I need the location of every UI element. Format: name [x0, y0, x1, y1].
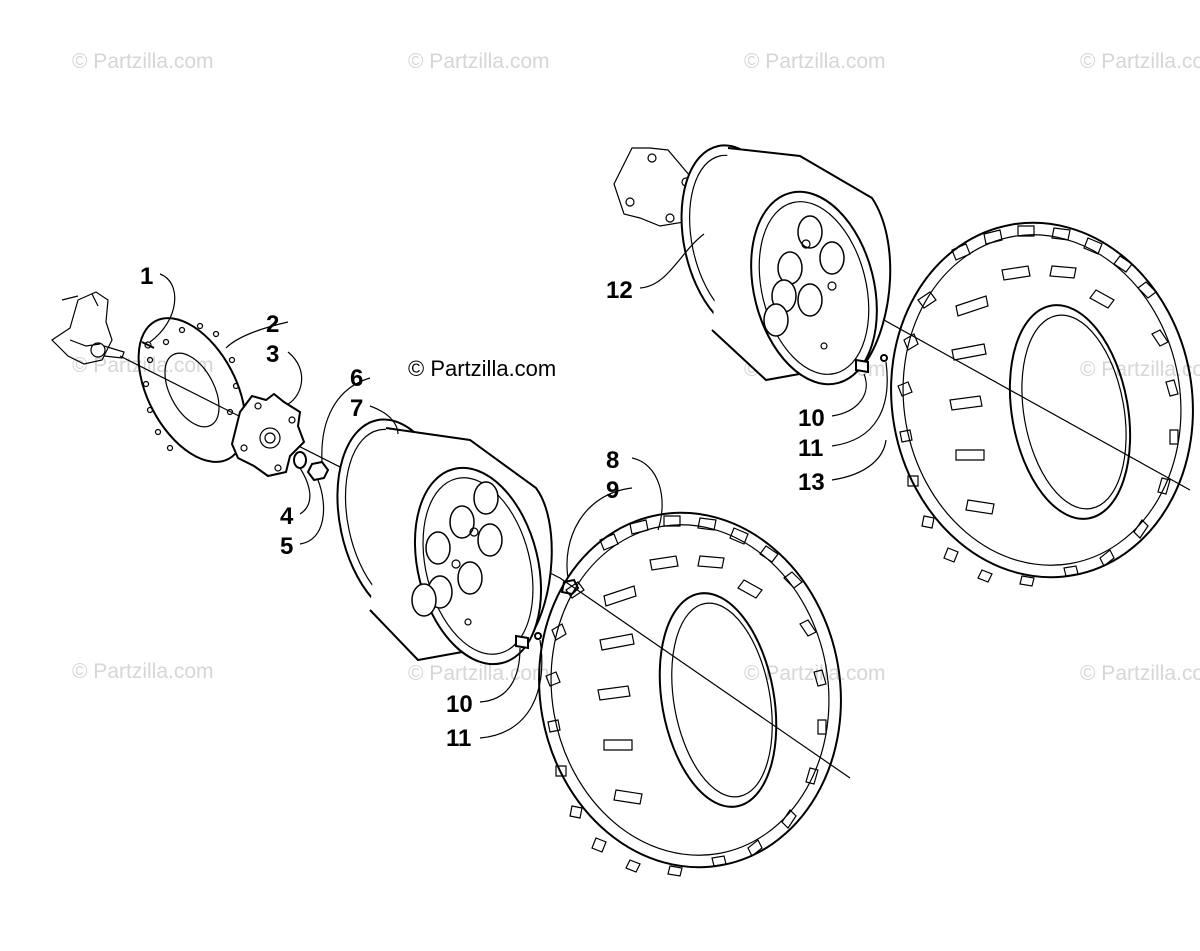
watermark-text: © Partzilla.com	[1080, 50, 1200, 73]
part-8-front-tire	[538, 511, 842, 877]
callout-13: 13	[798, 469, 825, 496]
watermark-text: © Partzilla.com	[408, 662, 550, 685]
callout-4: 4	[280, 503, 294, 530]
center-watermark: © Partzilla.com	[408, 356, 556, 381]
watermark-text: © Partzilla.com	[72, 354, 214, 377]
part-1-bolt	[141, 341, 155, 349]
watermark-text: © Partzilla.com	[1080, 358, 1200, 381]
part-10-rear-valve-stem	[855, 358, 869, 374]
watermark-text: © Partzilla.com	[72, 50, 214, 73]
rear-tread-pattern	[897, 225, 1179, 587]
part-4-washer	[293, 451, 307, 469]
callout-3: 3	[266, 341, 279, 368]
watermark-text: © Partzilla.com	[1080, 662, 1200, 685]
leader-lines	[149, 233, 888, 739]
steering-knuckle	[51, 291, 125, 365]
callout-10: 10	[446, 691, 473, 718]
tread-pattern	[545, 515, 827, 877]
callout-11: 11	[446, 725, 471, 752]
part-10-valve-stem	[515, 634, 529, 650]
part-3-hub	[230, 392, 306, 478]
watermark-text: © Partzilla.com	[408, 50, 550, 73]
watermark-text: © Partzilla.com	[744, 50, 886, 73]
part-11-rear-valve-cap	[880, 354, 888, 362]
callout-11-rear: 11	[798, 435, 823, 462]
callout-12: 12	[606, 277, 633, 304]
callout-6: 6	[350, 365, 363, 392]
callout-7: 7	[350, 395, 363, 422]
callout-5: 5	[280, 533, 293, 560]
part-7-front-rim	[336, 418, 553, 666]
watermark-text: © Partzilla.com	[72, 660, 214, 683]
callout-labels: 1 2 3 6 7 4 5 8 9 10 11 12 10 11 13	[140, 263, 825, 752]
callout-10-rear: 10	[798, 405, 825, 432]
callout-9: 9	[606, 477, 619, 504]
part-6-cotter-nut	[306, 460, 330, 482]
part-2-brake-disc	[137, 317, 247, 463]
callout-2: 2	[266, 311, 279, 338]
watermark-layer: © Partzilla.com © Partzilla.com © Partzi…	[72, 50, 1200, 685]
part-13-rear-tire	[890, 221, 1194, 587]
front-axis-line	[559, 577, 851, 779]
callout-1: 1	[140, 263, 153, 290]
part-11-valve-cap	[534, 632, 542, 640]
part-12-rear-rim	[680, 144, 892, 386]
callout-8: 8	[606, 447, 619, 474]
